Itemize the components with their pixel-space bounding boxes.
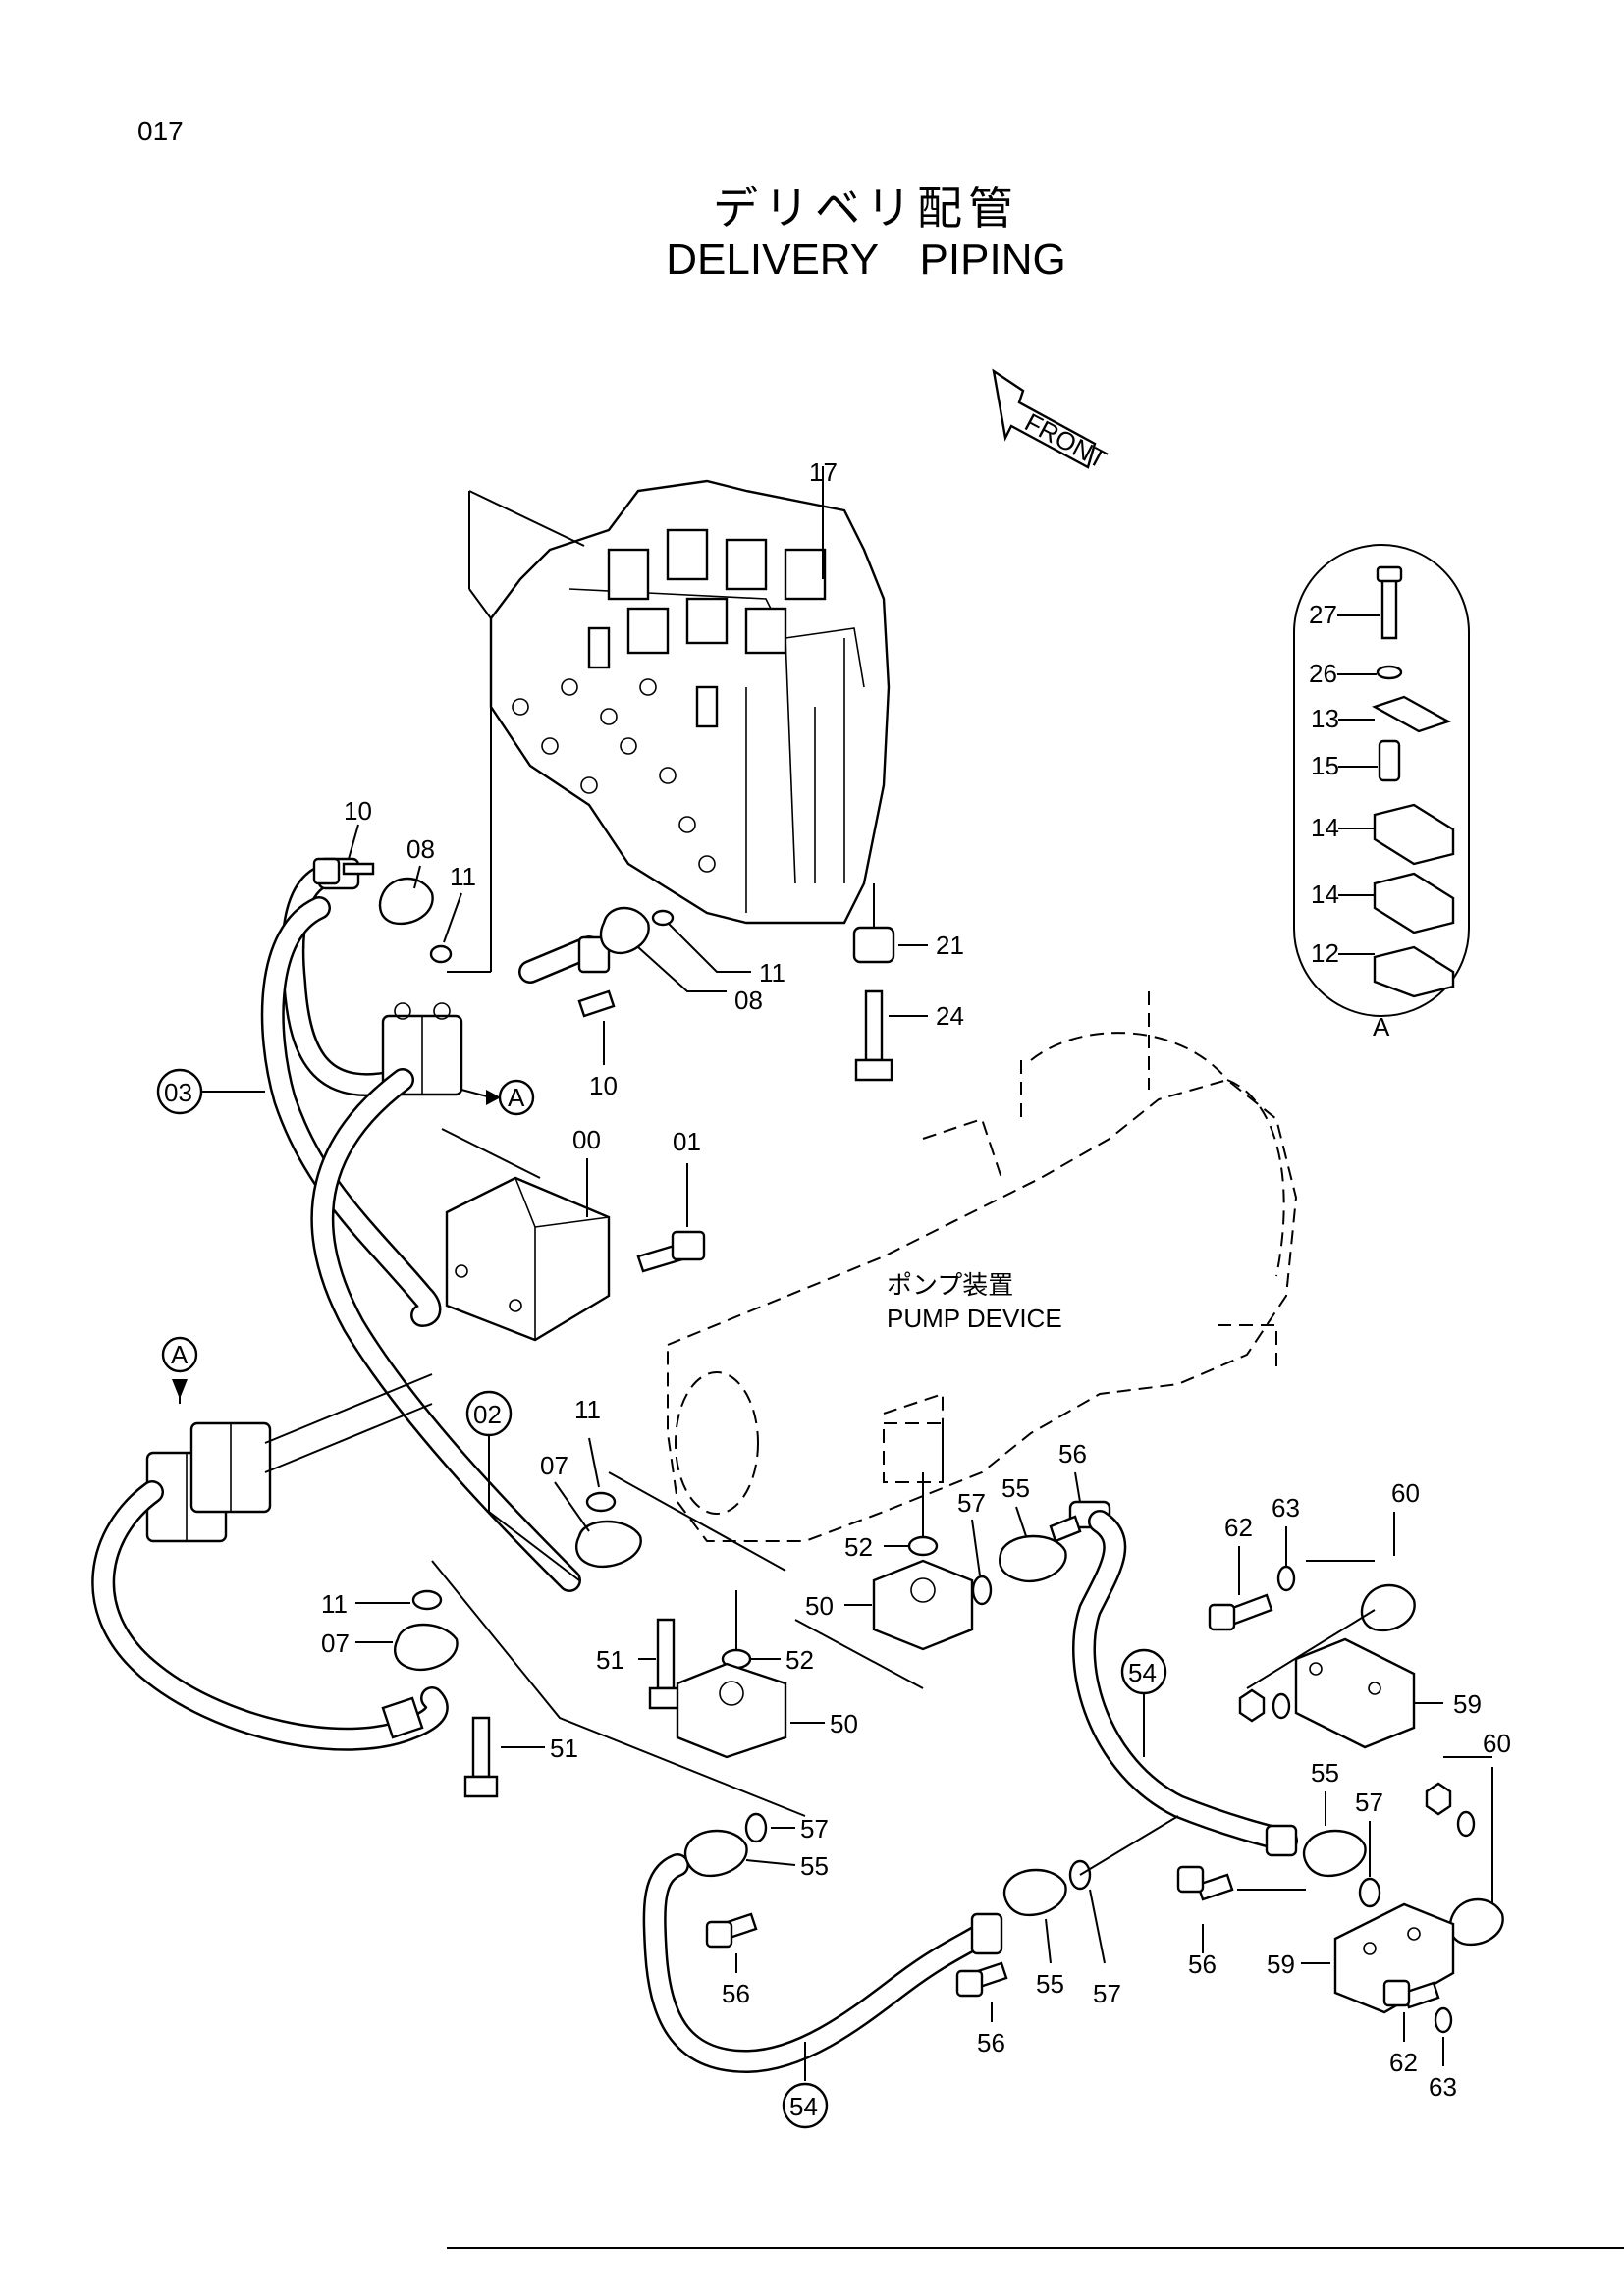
callout-07b: 07 [321,1629,350,1658]
callout-60b: 60 [1483,1729,1511,1758]
spacer-part [852,926,895,964]
callout-24: 24 [936,1001,964,1031]
callout-10a: 10 [344,796,372,826]
pump-label-en: PUMP DEVICE [887,1304,1062,1333]
callout-A-lower: A [171,1340,189,1369]
callout-14b: 14 [1311,880,1339,909]
callout-63a: 63 [1272,1493,1300,1522]
mounting-plate-59-upper [1294,1637,1416,1749]
title-japanese: デリベリ配管 [713,182,1019,235]
callout-52a: 52 [844,1532,873,1562]
callout-26: 26 [1309,659,1337,688]
callout-56c: 56 [977,2028,1005,2057]
callout-57d: 57 [1355,1788,1383,1817]
callout-17: 17 [809,457,838,487]
bolt-part [864,989,884,1062]
detail-view-label: A [1373,1012,1390,1041]
callout-59b: 59 [1267,1949,1295,1979]
callout-11c: 11 [574,1395,601,1424]
callout-62b: 62 [1389,2048,1418,2077]
callout-07a: 07 [540,1451,568,1480]
callout-55d: 55 [1311,1758,1339,1788]
callout-15: 15 [1311,751,1339,780]
callout-02: 02 [473,1400,502,1429]
callout-57b: 57 [800,1814,829,1843]
callout-55b: 55 [800,1851,829,1881]
pump-label-jp: ポンプ装置 [887,1270,1013,1300]
callout-51b: 51 [550,1734,578,1763]
callout-11d: 11 [321,1589,348,1619]
page-number: 017 [137,116,184,146]
callout-27: 27 [1309,600,1337,629]
callout-A-upper: A [508,1083,525,1112]
control-valve [489,479,891,925]
callout-56a: 56 [1058,1439,1087,1468]
view-A-marker-lower [161,1336,198,1373]
callout-14a: 14 [1311,813,1339,842]
callout-52b: 52 [785,1645,814,1675]
callout-55c: 55 [1036,1969,1064,1999]
callout-08a: 08 [406,834,435,864]
front-arrow-icon: FRONT [992,368,1111,475]
bracket-part [445,1176,611,1342]
callout-57a: 57 [957,1488,986,1518]
callout-51a: 51 [596,1645,624,1675]
callout-21: 21 [936,931,964,960]
callout-54b: 54 [789,2092,818,2121]
callout-50b: 50 [830,1709,858,1738]
bolt-10a [312,857,341,885]
callout-01: 01 [673,1127,701,1156]
callout-13: 13 [1311,704,1339,733]
callout-56d: 56 [1188,1949,1217,1979]
block-50-lower [676,1662,787,1759]
callout-12: 12 [1311,938,1339,968]
callout-11b: 11 [759,958,785,988]
callout-50a: 50 [805,1591,834,1621]
callout-00: 00 [572,1125,601,1154]
detail-view-A [1293,544,1470,1017]
callout-60a: 60 [1391,1478,1420,1508]
pump-device [667,991,1298,1542]
callout-62a: 62 [1224,1513,1253,1542]
callout-63b: 63 [1429,2072,1457,2102]
callout-03: 03 [164,1078,192,1107]
front-label: FRONT [1020,407,1111,475]
callout-55a: 55 [1001,1473,1030,1503]
callout-11a: 11 [450,862,476,891]
callout-59a: 59 [1453,1689,1482,1719]
block-50-upper [872,1559,974,1651]
title-english: DELIVERY PIPING [666,236,1066,284]
callout-56b: 56 [722,1979,750,2008]
callout-57c: 57 [1093,1979,1121,2008]
callout-08b: 08 [734,986,763,1015]
callout-54a: 54 [1128,1658,1157,1687]
callout-10b: 10 [589,1071,618,1100]
